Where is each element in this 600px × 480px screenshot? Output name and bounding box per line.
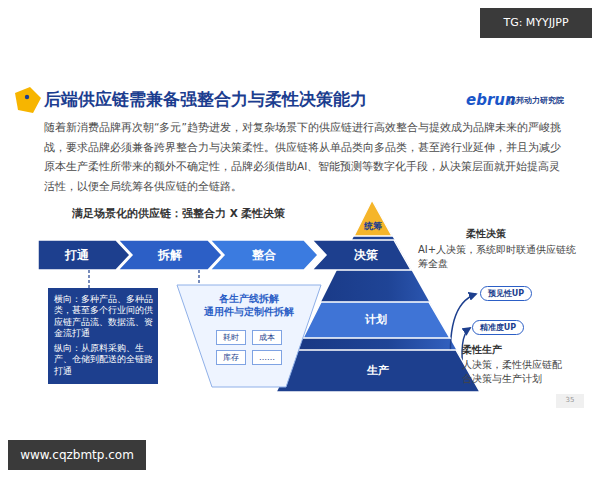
title-tag-hole <box>25 95 29 99</box>
node-label: 整合 <box>252 248 276 262</box>
node-text-area: …… <box>253 351 281 364</box>
node-label: 纵向：从原料采购、生产、仓储到配送的全链路打通 <box>54 343 153 377</box>
annotation-heading: 柔性生产 <box>462 344 542 357</box>
factor-box: 成本 <box>252 330 282 345</box>
watermark: www.cqzbmtp.com <box>8 440 146 470</box>
node-text-area: 决策 <box>312 240 412 270</box>
watermark: TG: MYYJJPP <box>480 8 592 38</box>
node-label: 库存 <box>223 353 239 363</box>
node-label: 统筹 <box>364 221 382 232</box>
node-label: …… <box>259 353 275 363</box>
node-text-area: 生产 <box>274 350 482 392</box>
process-chevron: 整合 <box>210 240 318 270</box>
node-label: 计划 <box>365 313 387 326</box>
metric-pill: 精准度UP <box>472 320 524 335</box>
node-label: 耗时 <box>223 333 239 343</box>
node-label: 横向：多种产品、多种品类，甚至多个行业间的供应链产品流、数据流、资金流打通 <box>54 294 153 340</box>
node-text-area: 库存 <box>217 351 245 364</box>
node-text-area: 各生产线拆解 通用件与定制件拆解 <box>176 284 322 388</box>
node-text-area: 耗时 <box>217 331 245 344</box>
dashed-connector <box>88 270 89 288</box>
node-label: 生产 <box>367 364 389 377</box>
node-text-area: 整合 <box>210 240 318 270</box>
page-number-tab <box>556 394 584 408</box>
title-tag-icon <box>15 87 41 113</box>
node-shape <box>177 285 321 387</box>
node-label: 成本 <box>259 333 275 343</box>
node-text-area: 计划 <box>300 302 452 338</box>
node-shape <box>118 240 222 270</box>
node-shape <box>312 240 411 270</box>
pyramid-level: 生产 <box>274 350 482 392</box>
node-label: 精准度UP <box>480 323 516 333</box>
node-label: 拆解 <box>158 248 182 262</box>
annotation-text: 人决策，柔性供应链配合决策与生产计划 <box>462 358 564 386</box>
process-chevron: 打通 <box>38 240 130 270</box>
node-text-area: 精准度UP <box>473 321 523 334</box>
page-number: 35 <box>558 396 582 405</box>
pyramid-level: 计划 <box>300 302 452 338</box>
process-chevron: 拆解 <box>118 240 222 270</box>
factor-box: 库存 <box>216 350 246 365</box>
factor-box: 耗时 <box>216 330 246 345</box>
description-box: 横向：多种产品、多种品类，甚至多个行业间的供应链产品流、数据流、资金流打通纵向：… <box>48 288 158 384</box>
pyramid-level: 决策 <box>312 240 412 270</box>
node-shape <box>210 240 318 270</box>
annotation-heading: 柔性决策 <box>466 228 546 241</box>
section-heading: 满足场景化的供应链：强整合力 X 柔性决策 <box>72 207 352 220</box>
node-label: 决策 <box>354 248 378 262</box>
node-text-area: 成本 <box>253 331 281 344</box>
factor-box: …… <box>252 350 282 365</box>
dashed-connector <box>198 270 199 284</box>
node-shape <box>303 302 450 338</box>
body-paragraph: 随着新消费品牌再次朝“多元”趋势进发，对复杂场景下的供应链进行高效整合与提效成为… <box>44 118 568 196</box>
node-label: 预见性UP <box>488 289 524 299</box>
node-label: 打通 <box>65 248 89 262</box>
funnel-shape: 各生产线拆解 通用件与定制件拆解耗时 成本库存 …… <box>176 284 322 388</box>
node-shape <box>354 200 392 236</box>
pyramid-top: 统筹 <box>352 198 394 236</box>
logo-text: ebrun <box>466 91 510 110</box>
annotation-text: AI+人决策，系统即时联通供应链统筹全盘 <box>418 243 584 271</box>
node-text-area: 打通 <box>38 240 130 270</box>
node-shape <box>276 350 480 392</box>
node-text-area: 预见性UP <box>481 287 531 300</box>
node-label: 各生产线拆解 通用件与定制件拆解 <box>196 292 302 319</box>
node-shape <box>38 240 130 270</box>
slide-title: 后端供应链需兼备强整合力与柔性决策能力 <box>44 89 464 109</box>
logo-text: 亿邦动力研究院 <box>508 96 574 106</box>
metric-pill: 预见性UP <box>480 286 532 301</box>
node-text-area: 统筹 <box>352 198 394 236</box>
node-text-area: 横向：多种产品、多种品类，甚至多个行业间的供应链产品流、数据流、资金流打通纵向：… <box>48 288 158 384</box>
node-text-area: 拆解 <box>118 240 222 270</box>
